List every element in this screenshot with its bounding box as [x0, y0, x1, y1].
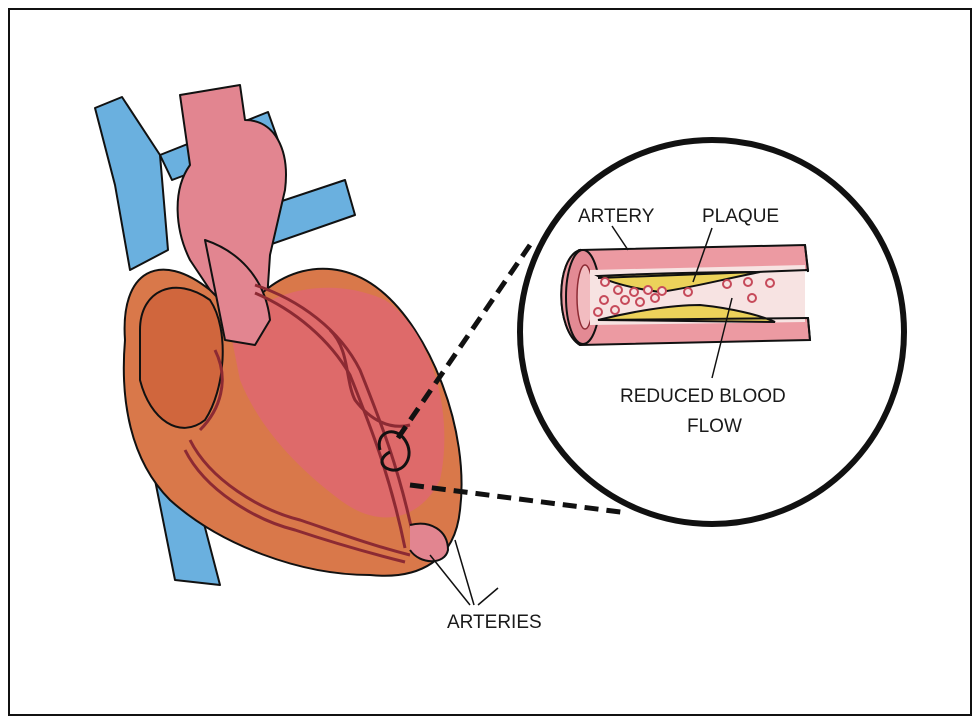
blood-cell [600, 296, 608, 304]
blood-cell [644, 286, 652, 294]
label-plaque: PLAQUE [702, 206, 779, 227]
blood-cell [744, 278, 752, 286]
blood-cell [766, 279, 774, 287]
blood-cell [658, 287, 666, 295]
blood-cell [614, 286, 622, 294]
label-artery: ARTERY [578, 206, 655, 227]
blood-cell [621, 296, 629, 304]
right-atrium [140, 288, 223, 428]
label-reduced-blood: REDUCED BLOOD [620, 386, 786, 407]
blood-cell [611, 306, 619, 314]
blood-cell [594, 308, 602, 316]
label-flow: FLOW [687, 416, 742, 437]
label-arteries: ARTERIES [447, 612, 542, 633]
blood-cell [636, 298, 644, 306]
blood-cell [723, 280, 731, 288]
blood-cell [748, 294, 756, 302]
blood-cell [684, 288, 692, 296]
blood-cell [651, 294, 659, 302]
blood-cell [601, 278, 609, 286]
blood-cell [630, 288, 638, 296]
